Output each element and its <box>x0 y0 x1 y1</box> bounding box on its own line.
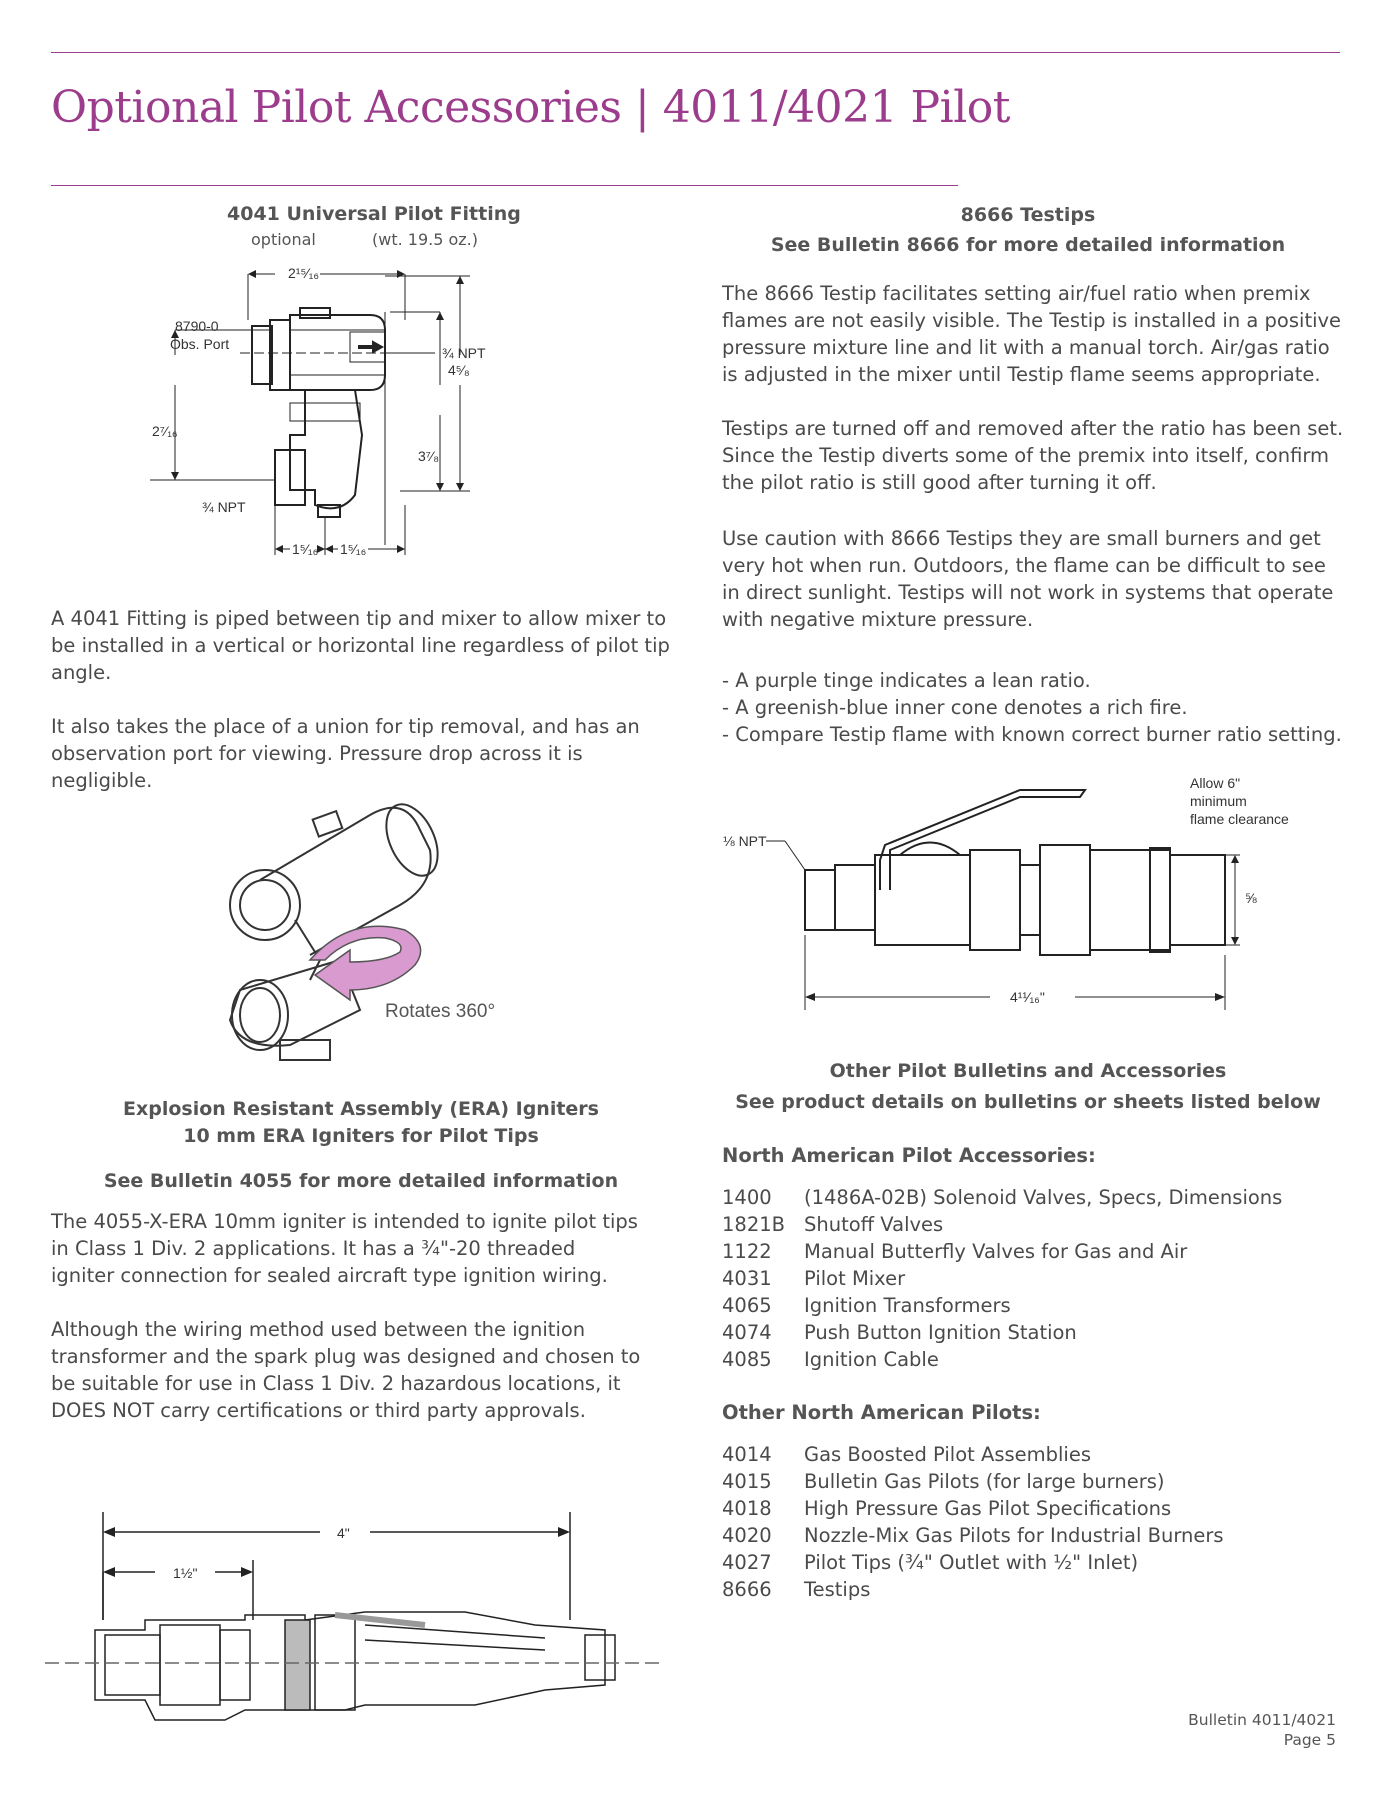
fitting-weight: (wt. 19.5 oz.) <box>372 230 478 249</box>
npt-top: ¾ NPT <box>442 345 486 361</box>
item-code: 1821B <box>722 1213 786 1236</box>
era-para-1: The 4055-X-ERA 10mm igniter is intended … <box>51 1210 638 1287</box>
era-igniter-drawing: 4" 1½" <box>45 1512 665 1721</box>
item-code: 4018 <box>722 1497 772 1520</box>
dim-bottom-right: 1⁵⁄₁₆ <box>340 541 366 557</box>
fitting-drawing: 2¹⁵⁄₁₆ 8790-0 Obs. Port ¾ NPT 4⁵⁄₈ 2⁷⁄₁₆… <box>150 265 486 557</box>
list-item: 1122 Manual Butterfly Valves for Gas and … <box>722 1238 1282 1265</box>
era-caption-1: Explosion Resistant Assembly (ERA) Ignit… <box>123 1098 599 1120</box>
item-desc: Pilot Tips (¾" Outlet with ½" Inlet) <box>804 1551 1139 1574</box>
dim-top: 2¹⁵⁄₁₆ <box>288 265 319 281</box>
era-dim-total: 4" <box>337 1525 350 1541</box>
fitting-caption: 4041 Universal Pilot Fitting <box>227 203 521 225</box>
list-item: 4085 Ignition Cable <box>722 1346 1282 1373</box>
item-desc: Nozzle-Mix Gas Pilots for Industrial Bur… <box>804 1524 1224 1547</box>
testips-caption: 8666 Testips <box>960 204 1096 226</box>
item-code: 4074 <box>722 1321 772 1344</box>
testip-allow-3: flame clearance <box>1190 811 1289 827</box>
item-desc: Ignition Cable <box>804 1348 939 1371</box>
other-caption: Other Pilot Bulletins and Accessories <box>829 1060 1227 1082</box>
era-dim-part: 1½" <box>173 1565 197 1581</box>
bullet-item: - A greenish-blue inner cone denotes a r… <box>722 696 1188 719</box>
item-code: 4027 <box>722 1551 772 1574</box>
item-code: 4015 <box>722 1470 772 1493</box>
list-item: 4018 High Pressure Gas Pilot Specificatio… <box>722 1495 1224 1522</box>
item-code: 4065 <box>722 1294 772 1317</box>
item-code: 4020 <box>722 1524 772 1547</box>
item-code: 4014 <box>722 1443 772 1466</box>
bullet-item: - A purple tinge indicates a lean ratio. <box>722 669 1091 692</box>
list-item: 4014 Gas Boosted Pilot Assemblies <box>722 1441 1224 1468</box>
item-desc: Shutoff Valves <box>804 1213 944 1236</box>
item-desc: Bulletin Gas Pilots (for large burners) <box>804 1470 1165 1493</box>
item-code: 4031 <box>722 1267 772 1290</box>
fitting-para-1: A 4041 Fitting is piped between tip and … <box>51 607 670 684</box>
page-footer: Bulletin 4011/4021 Page 5 <box>1188 1710 1336 1750</box>
item-desc: High Pressure Gas Pilot Specifications <box>804 1497 1172 1520</box>
list-item: 1400 (1486A-02B) Solenoid Valves, Specs, … <box>722 1184 1282 1211</box>
dim-right-inner: 3⁷⁄₈ <box>418 448 439 464</box>
item-desc: Manual Butterfly Valves for Gas and Air <box>804 1240 1188 1263</box>
top-rule <box>51 52 1340 53</box>
testips-para-2: Testips are turned off and removed after… <box>722 417 1344 494</box>
npt-bottom: ¾ NPT <box>202 499 246 515</box>
obs-code: 8790-0 <box>175 318 219 334</box>
testip-dim-length: 4¹¹⁄₁₆" <box>1010 989 1045 1005</box>
fitting-optional: optional <box>251 230 316 249</box>
era-caption-2: 10 mm ERA Igniters for Pilot Tips <box>183 1125 539 1147</box>
testip-npt: ⅛ NPT <box>723 833 767 849</box>
dim-right-outer: 4⁵⁄₈ <box>448 362 470 378</box>
item-desc: Testips <box>804 1578 871 1601</box>
list-item: 4031 Pilot Mixer <box>722 1265 1282 1292</box>
item-code: 4085 <box>722 1348 772 1371</box>
item-desc: (1486A-02B) Solenoid Valves, Specs, Dime… <box>804 1186 1283 1209</box>
testips-para-3: Use caution with 8666 Testips they are s… <box>722 527 1334 631</box>
title-underline <box>51 185 958 186</box>
page-title: Optional Pilot Accessories | 4011/4021 P… <box>51 82 1010 133</box>
fitting-para-2: It also takes the place of a union for t… <box>51 715 640 792</box>
list-item: 4074 Push Button Ignition Station <box>722 1319 1282 1346</box>
footer-page-number: Page 5 <box>1283 1731 1336 1749</box>
item-code: 1400 <box>722 1186 772 1209</box>
list-item: 4065 Ignition Transformers <box>722 1292 1282 1319</box>
testips-para-1: The 8666 Testip facilitates setting air/… <box>722 282 1342 386</box>
footer-bulletin: Bulletin 4011/4021 <box>1188 1711 1336 1729</box>
rotates-label: Rotates 360° <box>385 1001 495 1022</box>
na-pilots-list: 4014 Gas Boosted Pilot Assemblies 4015 Bul… <box>722 1441 1224 1603</box>
list-item: 4015 Bulletin Gas Pilots (for large burne… <box>722 1468 1224 1495</box>
list-item: 4027 Pilot Tips (¾" Outlet with ½" Inlet) <box>722 1549 1224 1576</box>
na-accessories-list: 1400 (1486A-02B) Solenoid Valves, Specs, … <box>722 1184 1282 1373</box>
bullet-item: - Compare Testip flame with known correc… <box>722 723 1342 746</box>
obs-port: Obs. Port <box>170 336 229 352</box>
other-sub: See product details on bulletins or shee… <box>735 1091 1321 1113</box>
na-accessories-heading: North American Pilot Accessories: <box>722 1144 1096 1167</box>
list-item: 4020 Nozzle-Mix Gas Pilots for Industrial… <box>722 1522 1224 1549</box>
testips-see-bulletin: See Bulletin 8666 for more detailed info… <box>770 234 1286 256</box>
testip-allow-1: Allow 6" <box>1190 775 1240 791</box>
dim-bottom-left: 1⁵⁄₁₆ <box>292 541 318 557</box>
item-desc: Gas Boosted Pilot Assemblies <box>804 1443 1091 1466</box>
na-pilots-heading: Other North American Pilots: <box>722 1401 1041 1424</box>
list-item: 8666 Testips <box>722 1576 1224 1603</box>
era-see-bulletin: See Bulletin 4055 for more detailed info… <box>103 1170 619 1192</box>
item-desc: Push Button Ignition Station <box>804 1321 1077 1344</box>
era-para-2: Although the wiring method used between … <box>51 1318 641 1422</box>
item-desc: Ignition Transformers <box>804 1294 1011 1317</box>
item-desc: Pilot Mixer <box>804 1267 906 1290</box>
rotating-fitting-illustration: Rotates 360° <box>228 803 495 1061</box>
testip-dim-height: ⅝ <box>1245 890 1257 906</box>
testip-allow-2: minimum <box>1190 793 1247 809</box>
testips-bullets: - A purple tinge indicates a lean ratio.… <box>722 667 1346 748</box>
testip-drawing: ⅛ NPT Allow 6" minimum flame clearance ⅝… <box>723 775 1289 1010</box>
dim-left: 2⁷⁄₁₆ <box>152 423 178 439</box>
item-code: 8666 <box>722 1578 772 1601</box>
item-code: 1122 <box>722 1240 772 1263</box>
list-item: 1821B Shutoff Valves <box>722 1211 1282 1238</box>
